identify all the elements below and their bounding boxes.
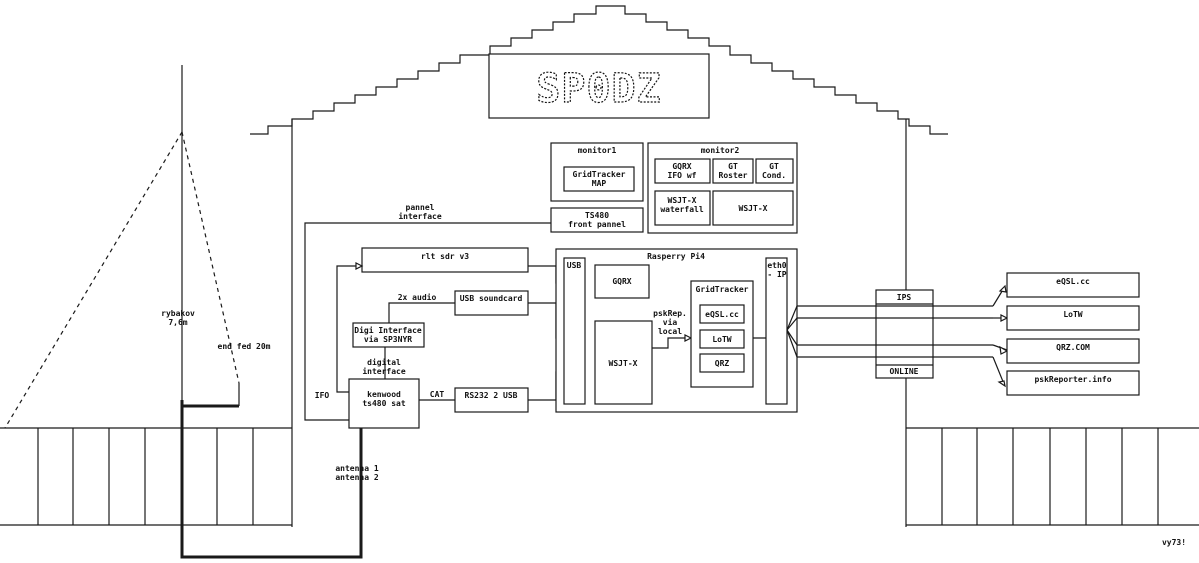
gt-roster-box xyxy=(712,158,754,184)
usb-soundcard: USB soundcard xyxy=(460,294,523,303)
service-lotw-box xyxy=(1006,305,1140,331)
monitor2-title: monitor2 xyxy=(701,145,740,155)
rpi-eqsl: eQSL.cc xyxy=(705,310,739,319)
end-fed-label: end fed 20m xyxy=(218,342,271,351)
gqrx-ifo-wf-1: GQRX xyxy=(672,162,691,171)
gt-cond-2: Cond. xyxy=(762,171,786,180)
rpi-gridtracker: GridTracker xyxy=(696,284,749,294)
rpi-usb: USB xyxy=(567,261,582,270)
gt-roster-1: GT xyxy=(728,162,738,171)
cat-label: CAT xyxy=(430,390,445,399)
service-eqsl-box xyxy=(1006,272,1140,298)
service-lotw: LoTW xyxy=(1063,310,1082,319)
kenwood-1: kenwood xyxy=(367,390,401,399)
two-x-audio: 2x audio xyxy=(398,292,437,302)
signoff: vy73! xyxy=(1162,538,1186,547)
coax-antenna-1 xyxy=(180,400,363,559)
rpi-usb-box xyxy=(563,257,586,405)
logo: SP0DZ xyxy=(536,66,661,112)
rs232: RS232 2 USB xyxy=(465,391,518,400)
end-fed-wire xyxy=(181,131,240,384)
gt-roster-2: Roster xyxy=(719,171,748,180)
rs232-box xyxy=(454,387,529,413)
audio-line xyxy=(388,302,455,323)
wsjtx-to-gridtracker-line xyxy=(652,337,691,349)
service-qrz: QRZ.COM xyxy=(1056,343,1090,352)
gridtracker-map-2: MAP xyxy=(592,179,607,188)
ts480-front-panel-box xyxy=(550,207,644,233)
rybakov-label-2: 7,6m xyxy=(168,318,187,327)
rpi-lotw: LoTW xyxy=(712,335,731,344)
network-lines xyxy=(786,284,1009,388)
ifo-label: IFO xyxy=(315,391,330,400)
pskrep-3: local xyxy=(658,327,682,336)
rpi-lotw-box xyxy=(699,329,745,349)
rpi-eqsl-box xyxy=(699,304,745,324)
gridtracker-arrow xyxy=(684,334,693,342)
ips-box xyxy=(875,289,934,379)
rpi-qrz: QRZ xyxy=(715,359,730,368)
digi-interface-2: via SP3NYR xyxy=(364,334,412,344)
pskrep-1: pskRep. xyxy=(653,309,687,318)
rpi-eth0-1: eth0 xyxy=(767,261,786,270)
kenwood-2: ts480 sat xyxy=(362,399,406,408)
gqrx-ifo-wf-box xyxy=(654,158,711,184)
ts480-front-panel-2: front pannel xyxy=(568,220,626,229)
antenna-label-1: antenna 1 xyxy=(335,464,379,473)
kenwood-box xyxy=(348,378,420,429)
monitor2-wsjtx: WSJT-X xyxy=(739,204,768,213)
fence-left xyxy=(0,427,292,526)
rpi-gqrx: GQRX xyxy=(612,277,631,286)
pannel-interface-2: interface xyxy=(398,211,442,221)
rpi-eth0-box xyxy=(765,257,788,405)
monitor2-wsjtx-box xyxy=(712,190,794,226)
ifo-arrow xyxy=(355,262,364,270)
roof xyxy=(250,5,948,135)
rpi-wsjtx: WSJT-X xyxy=(609,359,638,368)
pannel-interface-1: pannel xyxy=(406,203,435,212)
logo-box xyxy=(488,53,710,119)
antenna-label-2: antenna 2 xyxy=(335,473,379,482)
rpi-wsjtx-box xyxy=(594,320,653,405)
wsjtx-waterfall-2: waterfall xyxy=(660,205,704,214)
service-eqsl: eQSL.cc xyxy=(1056,277,1090,286)
ifo-line xyxy=(336,265,362,393)
rlt-sdr-box xyxy=(361,247,529,273)
digital-interface-1: digital xyxy=(367,357,401,367)
raspberry-title: Rasperry Pi4 xyxy=(647,251,705,261)
service-pskreporter: pskReporter.info xyxy=(1034,374,1111,384)
digital-interface-2: interface xyxy=(362,366,406,376)
digi-interface-1: Digi Interface xyxy=(354,325,422,335)
rybakov-label-1: rybakov xyxy=(161,309,195,318)
wsjtx-waterfall-box xyxy=(654,190,711,226)
gridtracker-map-1: GridTracker xyxy=(573,169,626,179)
monitor1-title: monitor1 xyxy=(578,145,617,155)
rpi-gqrx-box xyxy=(594,264,650,299)
digi-interface-box xyxy=(352,322,425,348)
rlt-sdr: rlt sdr v3 xyxy=(421,252,469,261)
service-qrz-box xyxy=(1006,338,1140,364)
rpi-eth0-2: - IP xyxy=(767,270,786,279)
gqrx-ifo-wf-2: IFO wf xyxy=(668,171,697,180)
pannel-interface-line xyxy=(304,222,551,421)
rpi-qrz-box xyxy=(699,353,745,373)
gt-cond-box xyxy=(755,158,794,184)
gt-cond-1: GT xyxy=(769,162,779,171)
pskrep-2: via xyxy=(663,317,678,327)
wsjtx-waterfall-1: WSJT-X xyxy=(668,196,697,205)
ts480-front-panel-1: TS480 xyxy=(585,211,609,220)
gridtracker-map-box xyxy=(563,166,635,192)
online-label: ONLINE xyxy=(890,367,919,376)
service-pskreporter-box xyxy=(1006,370,1140,396)
rybakov-wire xyxy=(4,131,183,429)
ips-label: IPS xyxy=(897,293,912,302)
fence-right xyxy=(906,427,1199,526)
